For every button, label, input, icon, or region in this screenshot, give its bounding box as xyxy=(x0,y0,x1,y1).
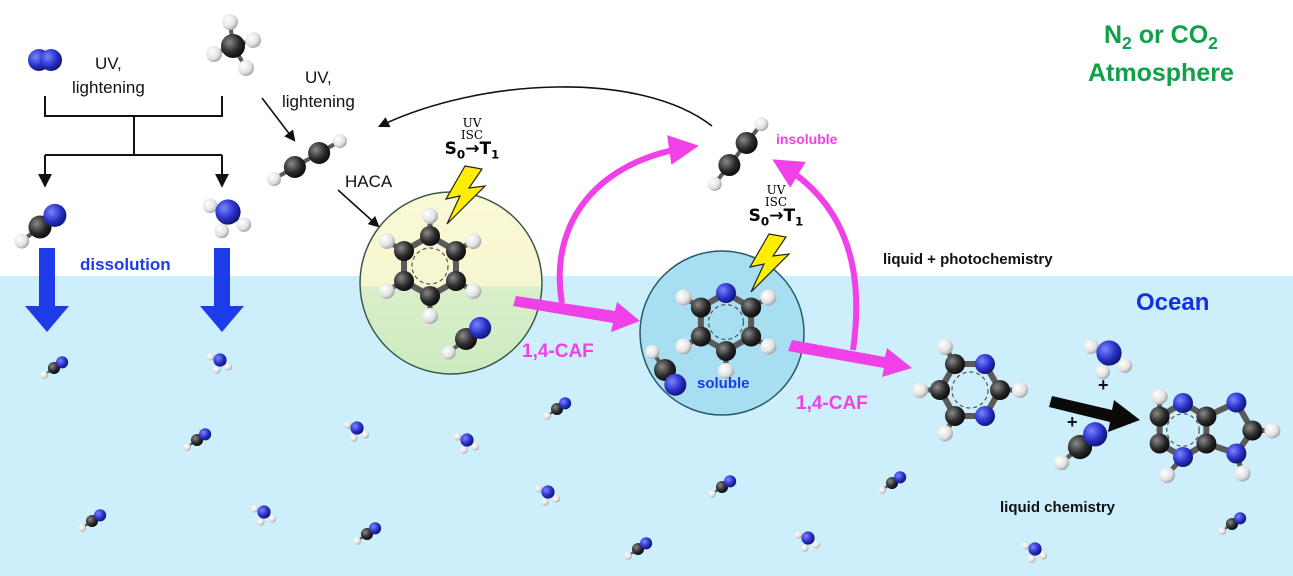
purine-molecule-icon xyxy=(1149,388,1281,483)
hcn-molecule-icon xyxy=(183,428,212,451)
methane-molecule-icon xyxy=(206,14,261,76)
ammonia-molecule-icon xyxy=(202,198,252,239)
acetylene-molecule-icon xyxy=(267,134,347,186)
hcn-molecule-icon xyxy=(708,475,737,498)
ammonia-molecule-icon xyxy=(1083,339,1133,380)
lightning-bolt-icon xyxy=(444,165,487,225)
hcn-molecule-icon xyxy=(441,316,492,360)
haca-label: HACA xyxy=(345,172,393,191)
ammonia-molecule-icon xyxy=(1021,541,1048,563)
source-connector-lines xyxy=(38,96,229,188)
ammonia-molecule-icon xyxy=(206,352,233,374)
hcn-molecule-icon xyxy=(40,356,69,379)
n2-molecule-icon xyxy=(28,49,62,71)
hcn-molecule-icon xyxy=(14,203,67,249)
arrow-haca xyxy=(337,189,380,228)
liquid-photochemistry-label: liquid + photochemistry xyxy=(883,251,1053,268)
ammonia-molecule-icon xyxy=(453,432,480,454)
transition-label-1: UV ISC S0→T1 xyxy=(444,116,500,162)
hcn-molecule-icon xyxy=(1053,422,1108,471)
arrow-methane-to-acetylene xyxy=(261,97,296,142)
arrow-to-insoluble-right xyxy=(772,159,860,351)
arrow-to-purine xyxy=(1049,396,1140,432)
insoluble-label: insoluble xyxy=(776,131,838,147)
ammonia-molecule-icon xyxy=(534,484,561,506)
ocean-label: Ocean xyxy=(1136,289,1210,316)
transition-label-2: UV ISC S0→T1 xyxy=(748,183,804,229)
ammonia-molecule-icon xyxy=(343,420,370,442)
hcn-molecule-icon xyxy=(543,397,572,420)
caf-arrow-right xyxy=(788,340,912,377)
hcn-molecule-icon xyxy=(878,471,907,494)
caf-label-left: 1,4-CAF xyxy=(522,341,594,362)
arrow-recycle-acetylene xyxy=(377,86,713,128)
dissolution-label: dissolution xyxy=(80,255,171,274)
acetylene-molecule-icon xyxy=(707,117,769,191)
pyridine-molecule-icon xyxy=(675,283,777,379)
hcn-molecule-icon xyxy=(78,509,107,532)
plus-sign-top: + xyxy=(1098,375,1109,395)
lightning-bolt-icon xyxy=(748,233,791,293)
ammonia-molecule-icon xyxy=(794,530,821,552)
dissolution-arrow-nh3 xyxy=(200,248,244,332)
dissolution-arrow-hcn xyxy=(25,248,69,332)
soluble-label: soluble xyxy=(697,375,750,392)
liquid-chemistry-label: liquid chemistry xyxy=(1000,499,1116,516)
hcn-molecule-icon xyxy=(1218,512,1247,535)
atmosphere-label: N2 or CO2 Atmosphere xyxy=(1088,21,1234,87)
arrow-to-insoluble-left xyxy=(556,135,699,304)
uv-lightening-label-mid: UV,lightening xyxy=(282,68,355,111)
benzene-molecule-icon xyxy=(378,208,482,324)
caf-arrow-left xyxy=(513,296,640,332)
hcn-molecule-icon xyxy=(624,537,653,560)
hcn-molecule-icon xyxy=(353,522,382,545)
hcn-molecule-icon xyxy=(645,344,687,396)
uv-lightening-label-left: UV,lightening xyxy=(72,54,145,97)
ammonia-molecule-icon xyxy=(250,504,277,526)
pyrimidine-molecule-icon xyxy=(912,338,1028,442)
plus-sign-bottom: + xyxy=(1067,412,1078,432)
caf-label-right: 1,4-CAF xyxy=(796,393,868,414)
